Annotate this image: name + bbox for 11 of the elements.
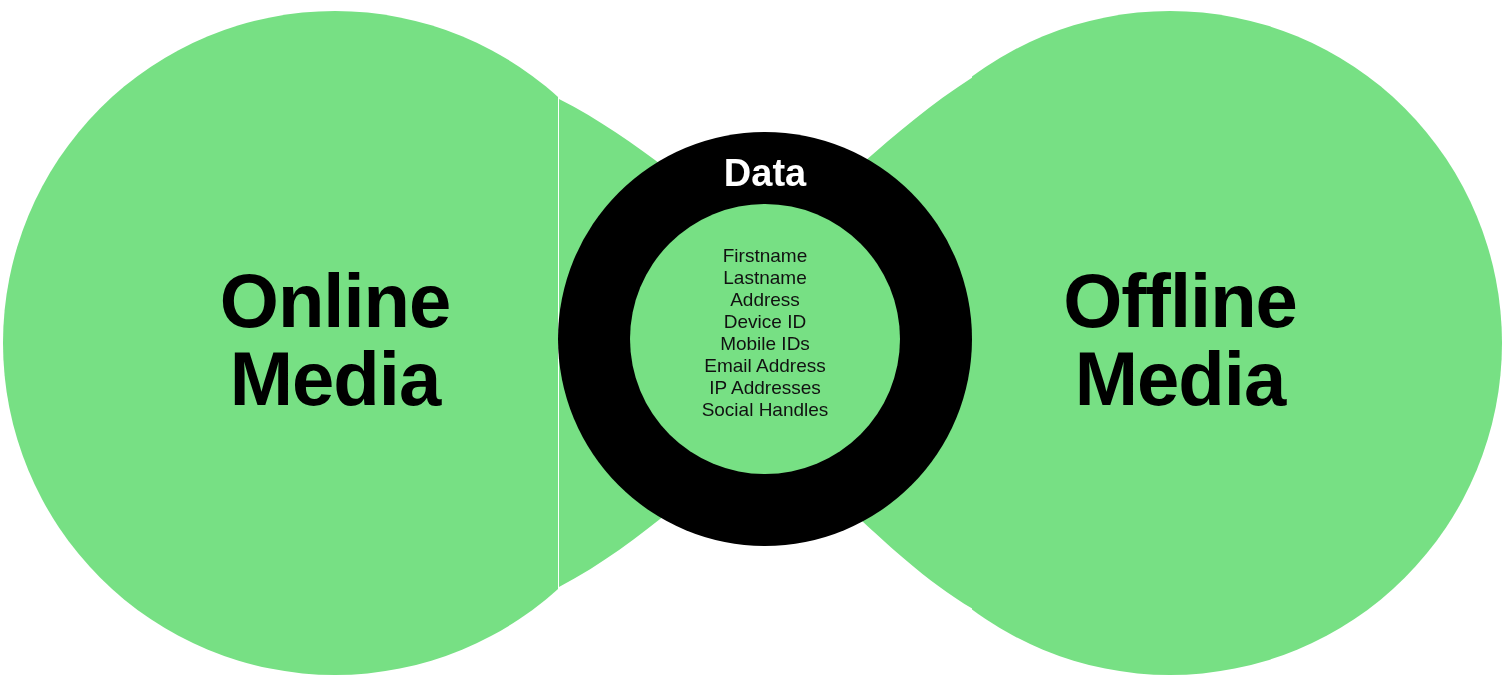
ring-heading: Data (722, 152, 808, 195)
data-field-text: Device ID (723, 311, 807, 333)
data-field-text: Mobile IDs (720, 333, 810, 355)
data-field-text: IP Addresses (709, 377, 821, 399)
data-field-text: Address (730, 289, 800, 311)
data-field-text: Lastname (723, 267, 807, 289)
data-field-text: Firstname (722, 245, 808, 267)
data-field-text: Email Address (704, 355, 826, 377)
data-field-text: Social Handles (701, 399, 829, 421)
lobe-title: Online Media (218, 262, 452, 418)
lobe-title: Offline Media (1062, 262, 1298, 418)
